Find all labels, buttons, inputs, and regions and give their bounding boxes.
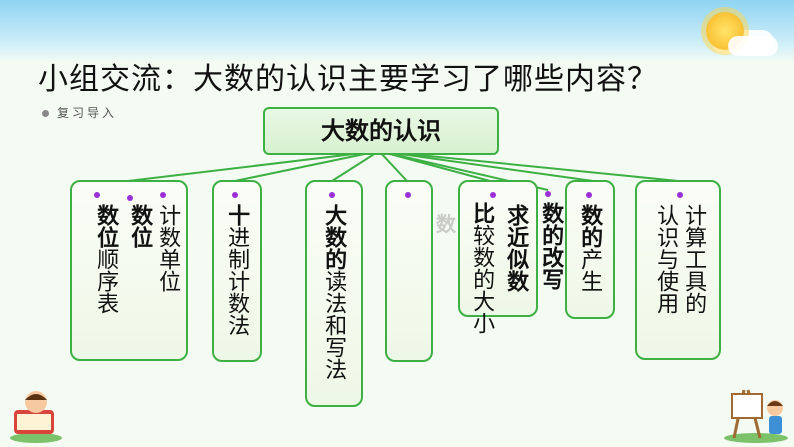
topic-text: 求近似数 [503,204,529,292]
topic-box-calculator: 计算工具的 认识与使用 [635,180,721,360]
topic-box-origin: 数的产生 [565,180,615,319]
topic-text: 计数单位 [155,204,181,292]
topic-box-place-value: 计数单位 数位 数位顺序表 [70,180,188,361]
topic-box-empty [385,180,433,362]
bullet-icon [94,192,100,198]
topic-text: 计算工具的 [681,204,707,314]
topic-box-decimal-system: 十进制计数法 [212,180,262,362]
bullet-icon [545,191,551,197]
topic-text-rest: 产生 [577,248,603,292]
topic-text-rest: 较数的大小 [469,224,495,334]
topic-text: 认识与使用 [653,204,679,314]
topic-text-rest: 顺序表 [93,248,119,314]
painting-child-illustration [724,389,788,443]
topic-text-rest: 读法和写法 [321,270,347,380]
topic-text-bold: 十 [224,204,250,226]
root-node: 大数的认识 [263,107,499,155]
bullet-icon [127,195,133,201]
topic-text: 数的产生 [577,204,603,292]
topic-text: 数的改写 [538,202,564,290]
topic-box-compare-approximate: 求近似数 [458,180,538,317]
bullet-icon [329,192,335,198]
bullet-icon [160,192,166,198]
topic-text: 大数的读法和写法 [321,204,347,380]
section-subtitle: 复习导入 [42,104,117,121]
reading-child-illustration [10,391,62,443]
topic-text-bold: 数位 [93,204,119,248]
subtitle-text: 复习导入 [57,106,118,120]
topic-text-rest: 进制计数法 [224,226,250,336]
topic-text-bold: 数的 [577,204,603,248]
bullet-icon [42,110,49,117]
topic-text: 比较数的大小 [469,202,495,334]
background-text: 数 [436,212,456,236]
bullet-icon [490,192,496,198]
bullet-icon [677,192,683,198]
page-title: 小组交流：大数的认识主要学习了哪些内容？ [38,62,658,97]
topic-text-bold: 比 [469,202,495,224]
bullet-icon [586,192,592,198]
topic-box-read-write: 大数的读法和写法 [305,180,363,407]
topic-text-bold: 大数的 [321,204,347,270]
topic-text: 数位 [127,204,153,248]
bullet-icon [232,192,238,198]
topic-text: 十进制计数法 [224,204,250,336]
topic-text: 数位顺序表 [93,204,119,314]
cloud-decoration [728,36,778,56]
bullet-icon [405,192,411,198]
